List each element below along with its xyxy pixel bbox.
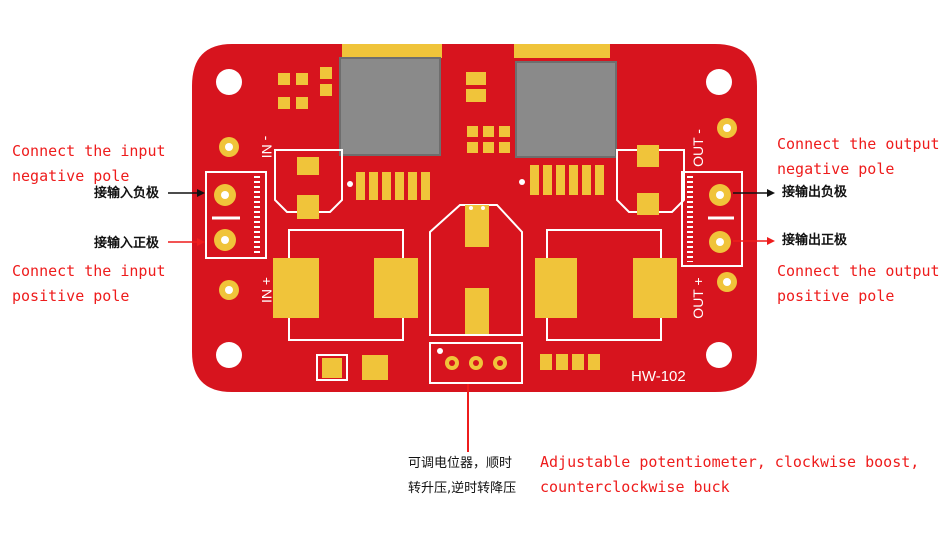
pot-label-zh: 可调电位器，顺时 转升压,逆时转降压 (408, 456, 517, 496)
arrow-input-neg (168, 189, 205, 197)
cap-outline-right (616, 149, 685, 213)
ic-pins-right (519, 165, 604, 195)
input-pos-label-en: Connect the input positive pole (12, 262, 166, 305)
top-copper-left (342, 44, 442, 58)
potentiometer (429, 342, 523, 384)
smd-pads-top-left (278, 67, 332, 109)
silk-out-pos: OUT + (690, 277, 706, 318)
inductor-left-shade (339, 57, 441, 156)
cap-outline-left (274, 149, 343, 213)
pot-label-en: Adjustable potentiometer, clockwise boos… (540, 453, 920, 496)
inductor-right (516, 62, 616, 157)
input-pos-label-zh: 接输入正极 (94, 236, 160, 251)
input-neg-label-zh: 接输入负极 (94, 186, 160, 201)
smd-pads-bottom-right (540, 354, 600, 370)
arrow-output-neg (733, 189, 775, 197)
smd-pads-center (466, 72, 510, 153)
output-pos-label-en: Connect the output positive pole (777, 262, 940, 305)
arrow-input-pos (168, 238, 205, 246)
mounting-hole (216, 69, 732, 368)
input-terminal-block (205, 137, 267, 300)
output-neg-label-zh: 接输出负极 (782, 185, 848, 200)
inductor-right-shade (515, 61, 617, 158)
smd-pads-bottom-left (316, 354, 388, 381)
input-neg-label-en: Connect the input negative pole (12, 142, 166, 185)
board-model: HW-102 (631, 368, 686, 385)
silk-in-pos: + NI (259, 277, 275, 303)
output-pos-label-zh: 接输出正极 (782, 233, 848, 248)
output-terminal-block (681, 118, 743, 292)
inductor-left (340, 58, 440, 155)
central-component-outline (429, 204, 523, 336)
output-neg-label-en: Connect the output negative pole (777, 135, 940, 178)
top-copper-right (514, 44, 610, 58)
silk-out-neg: OUT - (690, 129, 706, 167)
ic-pins-left (347, 172, 430, 200)
silk-in-neg: - NI (259, 136, 275, 159)
arrow-output-pos (733, 237, 775, 245)
